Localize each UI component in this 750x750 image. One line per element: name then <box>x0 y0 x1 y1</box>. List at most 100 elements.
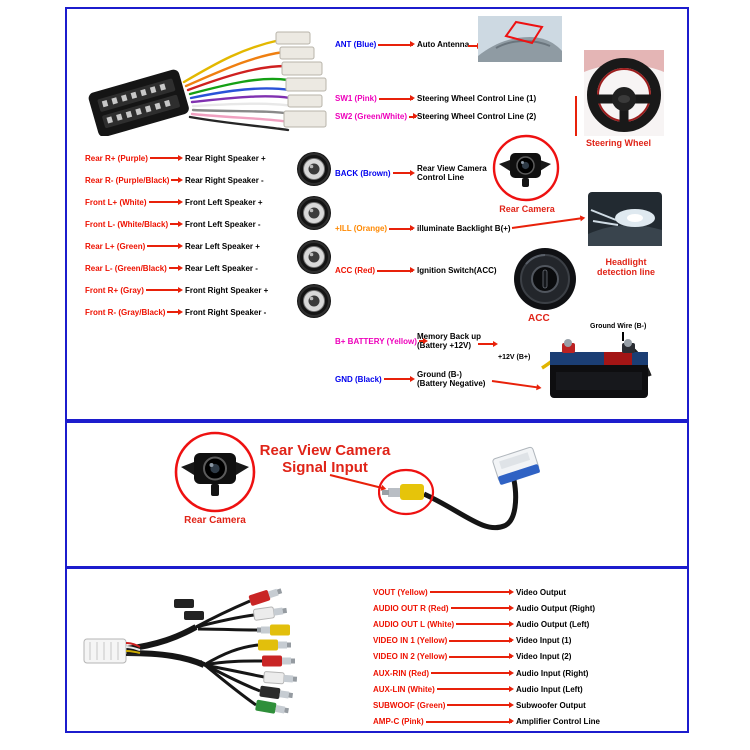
rca-output-harness-photo <box>83 588 298 714</box>
ground-leader-line <box>622 332 624 341</box>
steering-wheel-caption: Steering Wheel <box>586 138 652 148</box>
wire-label: VIDEO IN 1 (Yellow) <box>373 636 448 646</box>
arrow-icon <box>429 588 515 595</box>
wire-label: AUDIO OUT L (White) <box>373 619 455 629</box>
wire-label: VIDEO IN 2 (Yellow) <box>373 652 448 662</box>
wire-label-group: GND (Black) <box>335 375 417 384</box>
wire-label-group: VIDEO IN 2 (Yellow) <box>373 652 516 661</box>
description-line-1: Ignition Switch(ACC) <box>417 266 497 275</box>
wire-label: ANT (Blue) <box>335 40 377 49</box>
rear-camera-caption: Rear Camera <box>184 515 246 526</box>
battery-plus-caption: +12V (B+) <box>498 354 531 361</box>
wire-description: Rear View Camera Control Line <box>417 164 487 182</box>
wire-label-group: Front R- (Gray/Black) <box>85 308 185 317</box>
camera-input-panel <box>65 421 689 568</box>
rca-output-panel <box>65 567 689 733</box>
arrow-icon <box>378 95 416 101</box>
wire-label: AUX-LIN (White) <box>373 684 435 694</box>
battery-ground-caption: Ground Wire (B-) <box>590 323 647 330</box>
wire-description: Subwoofer Output <box>516 700 586 710</box>
description-line-1: Rear View Camera <box>417 164 487 173</box>
wire-label-group: SUBWOOF (Green) <box>373 701 516 710</box>
arrow-icon <box>377 267 415 273</box>
wire-label: Rear L- (Green/Black) <box>85 263 167 273</box>
arrow-icon <box>425 718 515 725</box>
arrow-icon <box>378 41 415 47</box>
rear-camera-photo <box>492 134 560 202</box>
wire-description: Video Output <box>516 587 567 597</box>
car-battery-photo <box>541 339 652 398</box>
arrow-icon <box>456 620 514 627</box>
wire-description: Rear Left Speaker - <box>185 263 258 273</box>
wire-label-group: SW2 (Green/White) <box>335 112 419 121</box>
description-line-1: Memory Back up <box>417 332 482 341</box>
control-wire-row: SW2 (Green/White) Steering Wheel Control… <box>335 112 536 121</box>
arrow-icon <box>383 375 416 382</box>
wire-label: +ILL (Orange) <box>335 224 388 233</box>
description-line-2: Control Line <box>417 173 465 182</box>
wire-label-group: SW1 (Pink) <box>335 94 417 103</box>
rca-wire-row: VIDEO IN 1 (Yellow) Video Input (1) <box>373 633 600 649</box>
speaker-icon <box>297 196 331 230</box>
control-wire-row: SW1 (Pink) Steering Wheel Control Line (… <box>335 94 536 103</box>
description-line-2: (Battery +12V) <box>417 341 472 350</box>
description-line-1: Ground (B-) <box>417 370 462 379</box>
description-line-1: Auto Antenna <box>417 40 470 49</box>
speaker-wire-row: Rear L+ (Green) Rear Left Speaker + <box>85 235 268 257</box>
ignition-switch-photo <box>514 248 576 310</box>
wire-label: AUDIO OUT R (Red) <box>373 603 449 613</box>
arrow-icon <box>449 653 514 660</box>
rear-camera-photo <box>174 431 256 513</box>
rca-wire-row: AUDIO OUT R (Red) Audio Output (Right) <box>373 600 600 616</box>
rca-adapter-cable-photo <box>378 446 540 531</box>
wire-label: Rear R- (Purple/Black) <box>85 175 170 185</box>
wire-label-group: AUDIO OUT R (Red) <box>373 604 516 613</box>
rca-wire-list: VOUT (Yellow) Video Output AUDIO OUT R (… <box>373 584 600 730</box>
steering-wheel-photo <box>584 50 664 136</box>
rca-wire-row: AUX-LIN (White) Audio Input (Left) <box>373 681 600 697</box>
speaker-icon <box>297 284 331 318</box>
arrow-icon <box>389 225 415 231</box>
control-wire-row: ACC (Red) Ignition Switch(ACC) <box>335 266 497 275</box>
wire-description: Ground (B-) (Battery Negative) <box>417 370 485 388</box>
description-line-1: Steering Wheel Control Line (1) <box>417 94 537 103</box>
arrow-icon <box>147 242 183 249</box>
headlight-caption-line-2: detection line <box>596 267 655 277</box>
arrow-icon <box>450 604 515 611</box>
wire-description: Front Right Speaker - <box>185 307 267 317</box>
headlight-photo <box>588 192 662 246</box>
wire-description: Audio Input (Right) <box>516 668 589 678</box>
camera-panel-title-line-1: Rear View Camera <box>259 442 391 459</box>
wire-label: Front L- (White/Black) <box>85 219 169 229</box>
wire-description: Ignition Switch(ACC) <box>417 266 497 275</box>
wire-label: B+ BATTERY (Yellow) <box>335 336 417 346</box>
wire-label-group: Front R+ (Gray) <box>85 286 185 295</box>
camera-panel-title-line-2: Signal Input <box>282 458 368 476</box>
car-antenna-photo <box>478 16 562 62</box>
wire-label-group: +ILL (Orange) <box>335 224 417 233</box>
wire-description: Steering Wheel Control Line (2) <box>417 112 536 121</box>
wire-description: Steering Wheel Control Line (1) <box>417 94 536 103</box>
wire-label-group: AUX-LIN (White) <box>373 685 516 694</box>
wire-label-group: AMP-C (Pink) <box>373 717 516 726</box>
wire-label: BACK (Brown) <box>335 168 391 178</box>
wire-label: Rear L+ (Green) <box>85 241 146 251</box>
wire-description: Audio Output (Left) <box>516 619 590 629</box>
arrow-icon <box>478 340 498 347</box>
wire-description: Video Input (2) <box>516 652 572 662</box>
control-wire-row: B+ BATTERY (Yellow) Memory Back up (Batt… <box>335 332 481 350</box>
wire-label-group: Rear L+ (Green) <box>85 242 185 251</box>
speaker-icon <box>297 152 331 186</box>
wire-label: Front R- (Gray/Black) <box>85 307 166 317</box>
headlight-caption-line-1: Headlight <box>605 257 647 267</box>
wire-label-group: Rear R+ (Purple) <box>85 154 185 163</box>
wire-label-group: AUX-RIN (Red) <box>373 669 516 678</box>
wire-label-group: B+ BATTERY (Yellow) <box>335 336 428 346</box>
wire-label: GND (Black) <box>335 374 382 384</box>
wire-label: VOUT (Yellow) <box>373 587 428 597</box>
wire-label-group: ANT (Blue) <box>335 40 417 49</box>
arrow-icon <box>418 337 428 344</box>
rca-wire-row: AUX-RIN (Red) Audio Input (Right) <box>373 665 600 681</box>
arrow-icon <box>392 169 416 176</box>
wire-label-group: Front L+ (White) <box>85 198 185 207</box>
